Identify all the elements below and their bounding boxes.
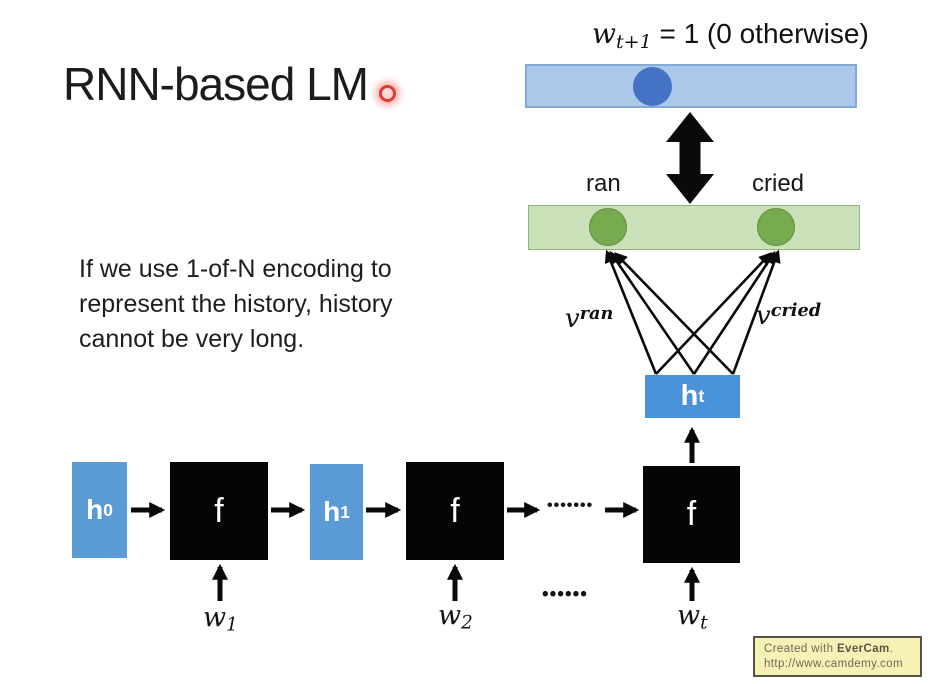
w1-base: w	[203, 602, 227, 633]
f1-label: f	[214, 491, 224, 530]
evercam-watermark: Created with EverCam. http://www.camdemy…	[753, 636, 922, 677]
label-cried: cried	[752, 170, 805, 197]
ht-base: h	[680, 380, 699, 412]
note-line-3: cannot be very long.	[79, 325, 305, 353]
chain-ellipsis: •••••••	[547, 497, 594, 514]
f2-label: f	[450, 491, 460, 530]
f1-box: f	[170, 462, 268, 560]
h1-sup: 1	[340, 501, 350, 522]
ran-node	[589, 208, 627, 246]
softmax-layer-bar	[528, 205, 860, 250]
watermark-url: http://www.camdemy.com	[764, 658, 903, 670]
weight-label-vcried: vcried	[756, 300, 821, 331]
input-arrows	[212, 563, 700, 601]
watermark-suffix: .	[889, 643, 894, 655]
f3-box: f	[643, 466, 740, 563]
input-w1-label: w1	[203, 602, 238, 636]
active-output-node	[633, 67, 672, 106]
formula-wt1: wt+1 = 1 (0 otherwise)	[592, 17, 869, 53]
cried-node	[757, 208, 795, 246]
h0-sup: 0	[103, 499, 113, 520]
label-ran: ran	[586, 170, 621, 197]
watermark-prefix: Created with	[764, 643, 837, 655]
input-w2-label: w2	[438, 600, 473, 634]
vcried-base: v	[756, 301, 771, 331]
note-text: If we use 1-of-N encoding to represent t…	[79, 252, 393, 357]
ht-sup: t	[698, 386, 705, 406]
w1-sub: 1	[226, 614, 238, 636]
w2-sub: 2	[461, 612, 473, 634]
f3-label: f	[686, 495, 697, 533]
double-arrow	[666, 112, 714, 204]
formula-var: w	[592, 17, 616, 50]
vran-sup: ran	[579, 303, 614, 325]
laser-pointer-dot	[379, 85, 396, 102]
w2-base: w	[438, 600, 462, 631]
weight-line	[609, 250, 696, 375]
note-line-2: represent the history, history	[79, 290, 393, 318]
weight-lines	[604, 249, 781, 375]
weight-label-vran: vran	[565, 303, 613, 334]
formula-subscript: t+1	[615, 30, 652, 53]
input-wt-label: wt	[677, 600, 708, 634]
note-line-1: If we use 1-of-N encoding to	[79, 255, 392, 283]
watermark-line-1: Created with EverCam.	[764, 642, 920, 657]
vcried-sup: cried	[770, 300, 822, 322]
f2-box: f	[406, 462, 504, 560]
weight-line	[614, 252, 734, 375]
formula-rest: = 1 (0 otherwise)	[651, 18, 869, 49]
wt-sub: t	[700, 612, 708, 634]
slide-title: RNN-based LM	[63, 58, 369, 110]
wt-base: w	[677, 600, 701, 631]
h0-base: h	[86, 494, 104, 525]
watermark-brand: EverCam	[836, 643, 890, 655]
input-ellipsis: ••••••	[542, 584, 588, 605]
weight-line	[604, 249, 658, 375]
weight-line	[655, 252, 772, 375]
vran-base: v	[565, 304, 580, 334]
output-vector-bar	[525, 64, 857, 108]
h1-base: h	[323, 496, 341, 527]
